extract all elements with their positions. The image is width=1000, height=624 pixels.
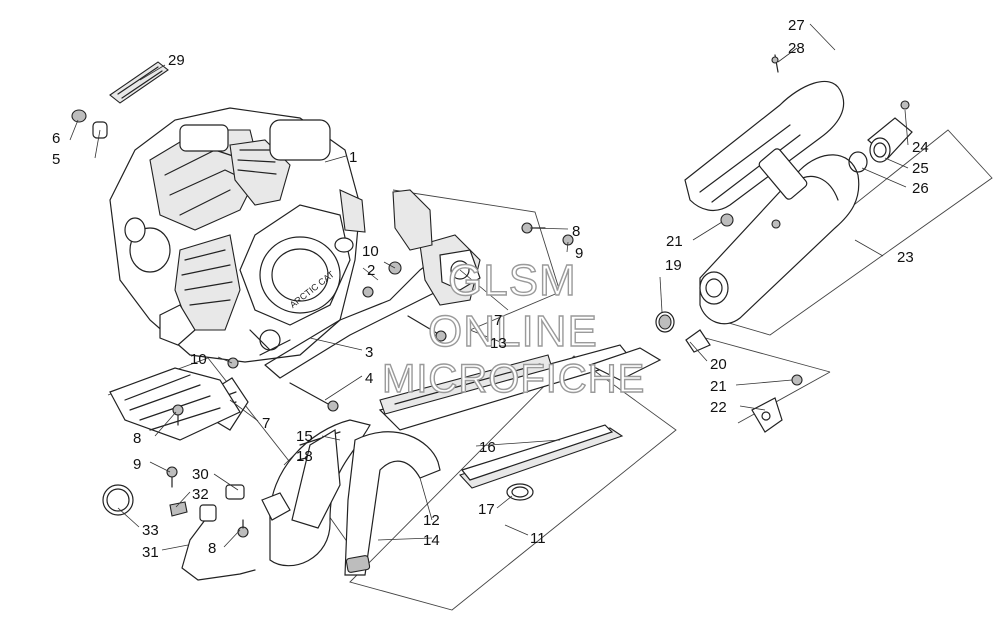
exhaust-clamp xyxy=(506,483,534,501)
callout-21b: 21 xyxy=(710,378,727,395)
callout-26: 26 xyxy=(912,180,929,197)
mid-pipe xyxy=(378,344,662,431)
callout-8c: 8 xyxy=(208,540,216,557)
callout-29: 29 xyxy=(168,52,185,69)
muffler-small-parts xyxy=(655,54,910,433)
callout-10b: 10 xyxy=(190,351,207,368)
callout-24: 24 xyxy=(912,139,929,156)
callout-12: 12 xyxy=(423,512,440,529)
callout-17: 17 xyxy=(478,501,495,518)
callout-18: 18 xyxy=(296,448,313,465)
muffler-zone-outline xyxy=(697,129,993,424)
callout-23: 23 xyxy=(897,249,914,266)
callout-31: 31 xyxy=(142,544,159,561)
callout-27: 27 xyxy=(788,17,805,34)
callout-22: 22 xyxy=(710,399,727,416)
callout-33: 33 xyxy=(142,522,159,539)
pipe-gasket xyxy=(261,492,291,521)
hose-clamp xyxy=(102,484,134,516)
callout-8a: 8 xyxy=(133,430,141,447)
callout-5: 5 xyxy=(52,151,60,168)
grommet-nut xyxy=(71,109,108,139)
callout-9a: 9 xyxy=(133,456,141,473)
watermark-line-2: ONLINE xyxy=(428,307,598,356)
callout-21a: 21 xyxy=(666,233,683,250)
callout-20: 20 xyxy=(710,356,727,373)
callout-8b: 8 xyxy=(572,223,580,240)
mid-pipe-heat-shield xyxy=(459,424,624,489)
watermark: GLSM ONLINE MICROFICHE xyxy=(381,255,645,401)
callout-16: 16 xyxy=(479,439,496,456)
callout-6: 6 xyxy=(52,130,60,147)
callout-28: 28 xyxy=(788,40,805,57)
spark-arrestor xyxy=(867,117,913,163)
pipe-heat-shield xyxy=(291,428,341,529)
leader-lines xyxy=(69,23,909,551)
watermark-line-3: MICROFICHE xyxy=(382,357,645,401)
callouts: 1 2 3 4 5 6 7 7 8 8 8 9 9 10 10 11 12 13… xyxy=(52,17,929,561)
watermark-line-1: GLSM xyxy=(448,256,577,305)
callout-30: 30 xyxy=(192,466,209,483)
callout-19: 19 xyxy=(665,257,682,274)
callout-7a: 7 xyxy=(262,415,270,432)
callout-9b: 9 xyxy=(575,245,583,262)
muffler xyxy=(699,154,860,325)
callout-32: 32 xyxy=(192,486,209,503)
callout-7b: 7 xyxy=(494,312,502,329)
callout-13: 13 xyxy=(490,335,507,352)
callout-1: 1 xyxy=(349,149,357,166)
engine: ARCTIC CAT xyxy=(109,107,366,363)
muffler-heat-shield xyxy=(684,80,845,212)
heat-shield-plate xyxy=(109,367,241,441)
callout-14: 14 xyxy=(423,532,440,549)
arrestor-gasket xyxy=(848,151,868,173)
callout-15: 15 xyxy=(296,428,313,445)
callout-25: 25 xyxy=(912,160,929,177)
callout-3: 3 xyxy=(365,344,373,361)
callout-4: 4 xyxy=(365,370,373,387)
callout-11: 11 xyxy=(530,530,546,547)
callout-2: 2 xyxy=(367,262,375,279)
callout-10a: 10 xyxy=(362,243,379,260)
